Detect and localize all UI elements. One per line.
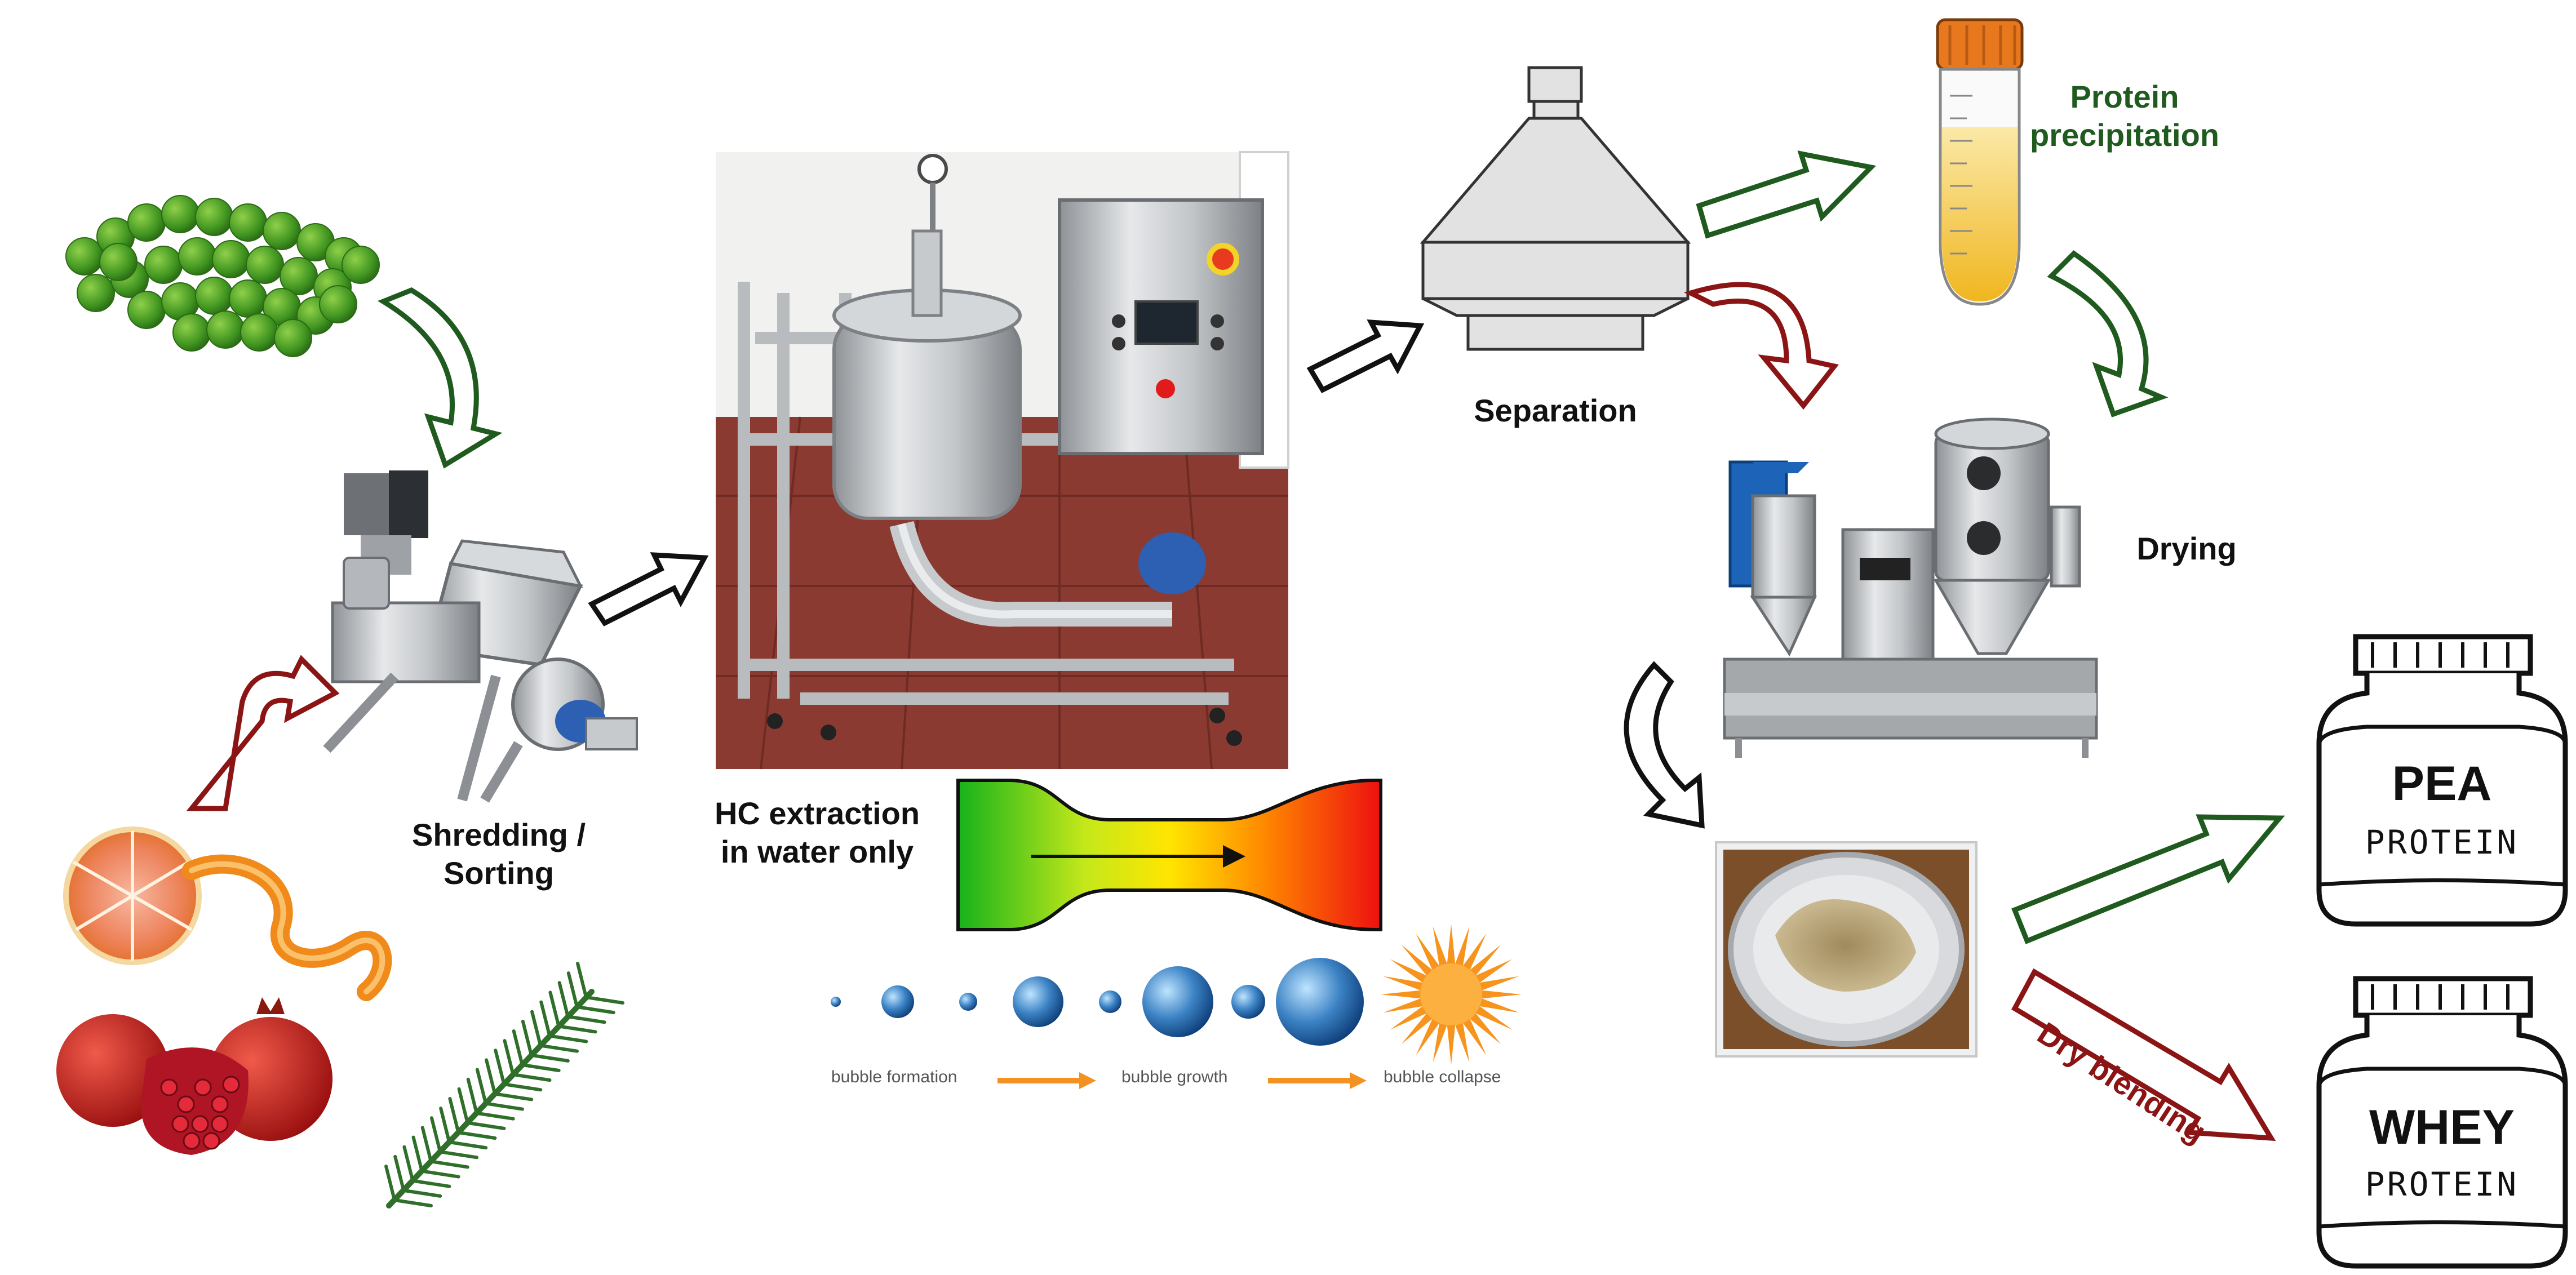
bubble-4 [1013,976,1063,1027]
arrow-reactor-to-separator [1310,322,1420,390]
jar-pea-subtitle: PROTEIN [2365,823,2519,861]
label-drying: Drying [2108,530,2265,568]
bubble-burst-icon [1381,924,1522,1065]
orange-arrow-1 [997,1078,1082,1083]
bubble-1 [831,997,841,1007]
falcon-tube-icon [1937,20,2022,304]
green-peas-image [66,196,379,357]
label-bubble-formation: bubble formation [831,1068,957,1087]
label-shredding-sorting: Shredding /Sorting [389,816,609,893]
arrow-fruits-to-shredder [192,659,335,808]
arrow-dryer-to-powder [1626,665,1702,825]
jar-pea-title: PEA [2392,757,2492,811]
fir-branch-image [386,963,623,1206]
cavitation-bubbles [831,924,1522,1089]
whey-protein-jar-icon: WHEY PROTEIN [2319,979,2565,1266]
bubble-2 [881,985,914,1018]
arrow-separator-to-dryer [1691,285,1834,406]
label-bubble-growth: bubble growth [1121,1068,1227,1087]
label-bubble-collapse: bubble collapse [1384,1068,1501,1087]
protein-powder-photo [1716,842,1976,1056]
grapefruit-image [65,828,200,963]
pomegranate-image [56,997,332,1155]
arrow-precipitation-to-dryer [2051,254,2161,414]
bubble-5 [1099,990,1121,1013]
jar-whey-title: WHEY [2369,1100,2515,1154]
bubble-3 [959,993,977,1011]
spray-dryer-image [1724,419,2096,758]
jar-whey-subtitle: PROTEIN [2365,1165,2519,1203]
arrow-powder-to-pea-jar [2015,817,2280,941]
arrow-peas-to-shredder [383,290,496,465]
venturi-tube [958,780,1381,930]
label-separation: Separation [1443,392,1668,430]
bubble-6 [1142,966,1213,1037]
orange-peel-image [192,864,382,992]
separator-centrifuge-icon [1423,68,1688,349]
arrow-separator-to-precipitation [1699,154,1871,236]
pea-protein-jar-icon: PEA PROTEIN [2319,637,2565,924]
arrow-shredder-to-reactor [592,555,704,623]
bubble-8 [1276,958,1364,1046]
shredder-machine-image [327,470,637,800]
bubble-7 [1231,985,1265,1019]
hc-reactor-photo [716,152,1288,769]
